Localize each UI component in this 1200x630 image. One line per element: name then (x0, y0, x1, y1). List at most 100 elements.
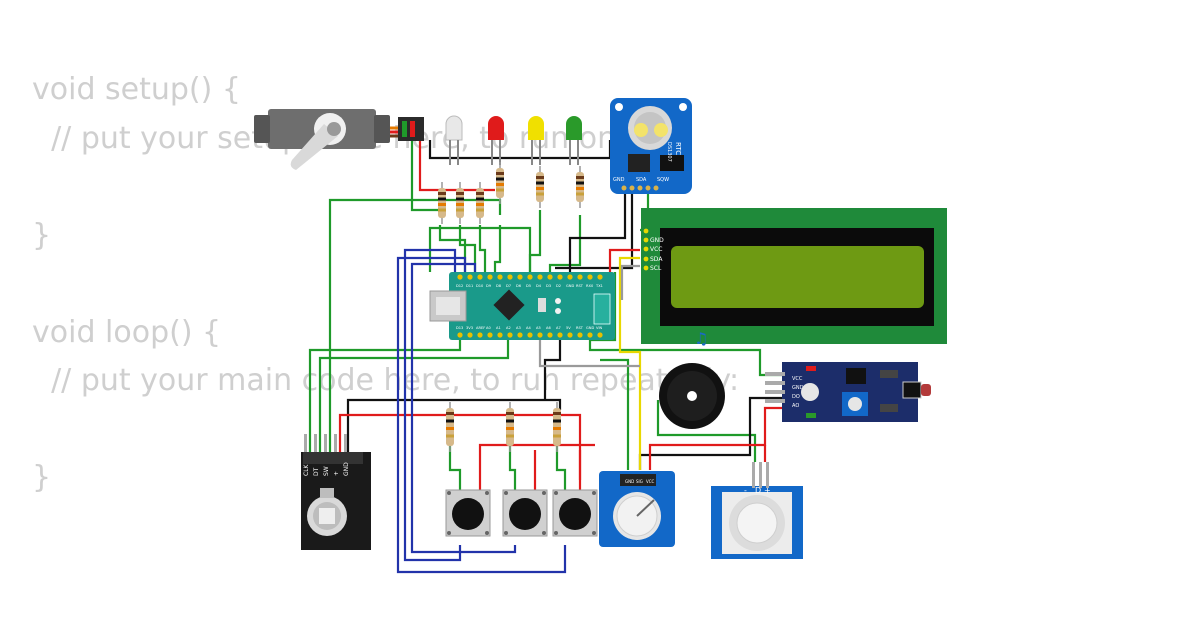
wire-green (600, 358, 630, 470)
nano-pin-label: A5 (536, 326, 541, 330)
light-pin-label: VCC (792, 376, 803, 382)
wire-yellow (618, 256, 642, 470)
resistor (456, 182, 464, 224)
code-line: void setup() { (32, 72, 241, 107)
music-note-icon: ♫ (694, 329, 708, 348)
servo-motor[interactable] (254, 109, 400, 170)
nano-pin-label: D12 (456, 284, 463, 288)
rtc-pin-label: SDA (636, 177, 647, 183)
lcd-pin-label: SDA (650, 256, 663, 263)
nano-pin-label: AREF (476, 326, 485, 330)
nano-pin (477, 274, 483, 280)
push-button[interactable] (552, 489, 598, 537)
pir-motion-sensor[interactable]: + D - (711, 462, 803, 559)
wire-gray (538, 340, 640, 368)
light-sensor-module[interactable]: VCC GND DO AO (765, 362, 931, 422)
rtc-module[interactable]: RTC DS1307 GND SDA SQW (610, 98, 692, 194)
wire-green (308, 340, 462, 452)
wire-green (458, 225, 477, 272)
wire-green (318, 340, 510, 452)
wire-green (528, 210, 542, 272)
header-connector (398, 117, 424, 141)
nano-pin-label: D9 (486, 284, 492, 288)
resistor (496, 162, 504, 204)
led-red[interactable] (488, 116, 504, 165)
lcd-display[interactable]: GND VCC SDA SCL (641, 208, 947, 344)
push-button[interactable] (502, 489, 548, 537)
nano-pin (497, 332, 503, 338)
led-white[interactable] (445, 115, 463, 165)
nano-pin-label: D13 (456, 326, 463, 330)
resistor (446, 402, 454, 452)
wire-green (555, 445, 567, 490)
nano-pin (587, 332, 593, 338)
potentiometer-module[interactable]: GND SIG VCC (599, 471, 675, 547)
rotary-encoder[interactable]: CLK DT SW + GND (301, 434, 371, 550)
code-line: } (32, 217, 52, 253)
wire-black (346, 398, 562, 452)
push-button[interactable] (445, 489, 491, 537)
resistor (576, 166, 584, 208)
nano-pin (547, 274, 553, 280)
wire-black (543, 340, 562, 400)
nano-pin (467, 332, 473, 338)
svg-text:♫: ♫ (694, 329, 708, 348)
wire-green (478, 225, 487, 272)
nano-pin (497, 274, 503, 280)
encoder-pin-label: GND (343, 462, 350, 476)
nano-pin (587, 274, 593, 280)
buzzer[interactable] (659, 363, 725, 429)
nano-pin-label: D6 (516, 284, 522, 288)
nano-pin-label: 3V3 (466, 326, 473, 330)
wire-black (748, 396, 785, 440)
nano-pin-label: A1 (496, 326, 501, 330)
nano-pin (477, 332, 483, 338)
nano-pin-label: VIN (596, 326, 603, 330)
light-pin-label: DO (792, 394, 800, 400)
wire-green (438, 225, 467, 272)
pir-pin-label: + (764, 486, 771, 495)
wire-green (448, 445, 462, 490)
wire-green (548, 215, 582, 272)
nano-pin-label: RST (576, 284, 584, 288)
rtc-label: RTC (674, 142, 682, 155)
pir-pin-label: D (755, 486, 761, 495)
resistor (553, 402, 561, 452)
nano-pin-label: A2 (506, 326, 511, 330)
nano-pin-label: D4 (536, 284, 542, 288)
encoder-pin-label: SW (323, 466, 330, 476)
nano-pin (577, 274, 583, 280)
resistor (506, 402, 514, 452)
rtc-model: DS1307 (666, 142, 672, 162)
nano-pin-label: RST (576, 326, 584, 330)
nano-pin (597, 332, 603, 338)
nano-pin-label: A4 (526, 326, 531, 330)
led-yellow[interactable] (528, 116, 544, 165)
lcd-pin-label: VCC (650, 246, 662, 253)
nano-pin (567, 332, 573, 338)
light-pin-label: AO (792, 403, 799, 409)
nano-pin (547, 332, 553, 338)
pot-pin-label: VCC (646, 479, 655, 484)
nano-pin-label: D8 (496, 284, 502, 288)
wire-black (555, 190, 634, 270)
resistors (438, 162, 584, 452)
wires (308, 130, 785, 574)
code-editor-background: void setup() { // put your setup code he… (32, 66, 739, 503)
wire-blue (410, 262, 517, 554)
nano-pin (527, 332, 533, 338)
wire-green (508, 445, 517, 490)
pir-pin-label: - (744, 486, 747, 495)
nano-pin-label: RX0 (586, 284, 594, 288)
led-green[interactable] (566, 116, 582, 165)
encoder-pin-label: + (333, 471, 340, 476)
nano-pin (597, 274, 603, 280)
nano-pin-label: A7 (556, 326, 561, 330)
code-line: void loop() { (32, 314, 222, 350)
nano-pin-label: 5V (566, 326, 571, 330)
nano-pin (567, 274, 573, 280)
nano-pin-label: D11 (466, 284, 473, 288)
wire-red (338, 413, 582, 480)
